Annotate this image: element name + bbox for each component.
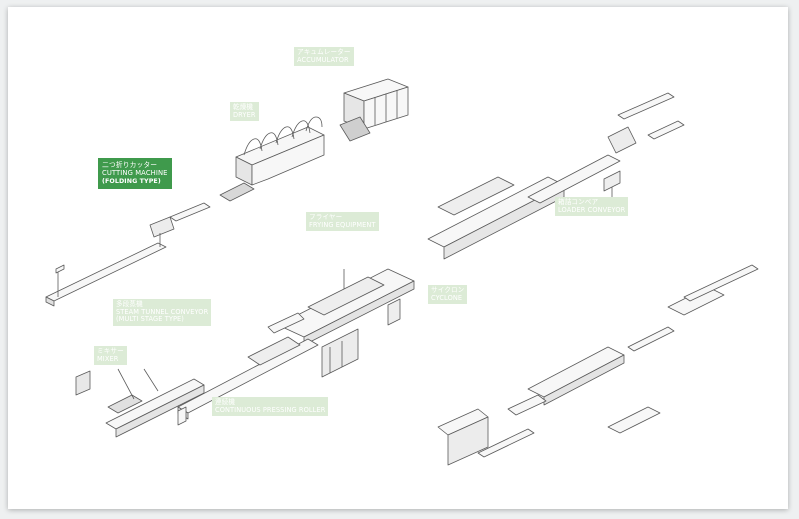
mixer-label-jp: ミキサー <box>97 347 124 355</box>
cyclone-label-jp: サイクロン <box>431 286 465 294</box>
loader-label-jp: 箱詰コンベア <box>558 198 599 206</box>
roller-label-en: CONTINUOUS PRESSING ROLLER <box>215 405 326 414</box>
packing-line-right <box>437 264 759 466</box>
steam-tunnel-conveyor <box>177 312 319 420</box>
diagram-sheet: アキュムレーター ACCUMULATOR 乾燥機 DRYER 二つ折りカッター … <box>8 7 788 509</box>
production-line-drawing <box>45 78 759 466</box>
cutting-label-en: CUTTING MACHINE <box>102 169 168 178</box>
dryer-label: 乾燥機 DRYER <box>230 102 259 122</box>
loader-conveyor-label: 箱詰コンベア LOADER CONVEYOR <box>555 197 629 217</box>
mixer-label: ミキサー MIXER <box>94 346 127 366</box>
pressing-roller-label: 連続機 CONTINUOUS PRESSING ROLLER <box>212 397 329 417</box>
pressing-roller <box>105 378 205 438</box>
dryer-label-en: DRYER <box>233 110 256 119</box>
mixer-label-en: MIXER <box>97 354 119 363</box>
dryer-machine <box>219 116 325 202</box>
accumulator-label-jp: アキュムレーター <box>297 48 351 56</box>
loader-label-en: LOADER CONVEYOR <box>558 205 626 214</box>
accumulator-label-en: ACCUMULATOR <box>297 55 349 64</box>
steam-tunnel-label: 多段蒸機 STEAM TUNNEL CONVEYOR (MULTI STAGE … <box>113 299 212 326</box>
cutting-label-jp: 二つ折りカッター <box>102 161 158 169</box>
roller-label-jp: 連続機 <box>215 398 236 406</box>
cyclone-label: サイクロン CYCLONE <box>428 285 468 305</box>
accumulator-machine <box>339 78 409 142</box>
cutting-label-en2: (FOLDING TYPE) <box>102 177 161 185</box>
frying-equipment <box>277 268 415 378</box>
frying-label-jp: フライヤー <box>309 213 343 221</box>
accumulator-label: アキュムレーター ACCUMULATOR <box>294 47 354 67</box>
cutting-machine <box>45 202 211 307</box>
dryer-label-jp: 乾燥機 <box>233 103 254 111</box>
frying-equipment-label: フライヤー FRYING EQUIPMENT <box>306 212 379 232</box>
cyclone-label-en: CYCLONE <box>431 293 463 302</box>
steam-label-jp: 多段蒸機 <box>116 300 143 308</box>
loader-conveyor <box>427 92 685 260</box>
frying-label-en: FRYING EQUIPMENT <box>309 220 376 229</box>
mixer-machine <box>75 368 159 414</box>
steam-label-en: STEAM TUNNEL CONVEYOR <box>116 307 209 316</box>
cutting-machine-label[interactable]: 二つ折りカッター CUTTING MACHINE (FOLDING TYPE) <box>98 158 172 190</box>
steam-label-en2: (MULTI STAGE TYPE) <box>116 315 184 324</box>
